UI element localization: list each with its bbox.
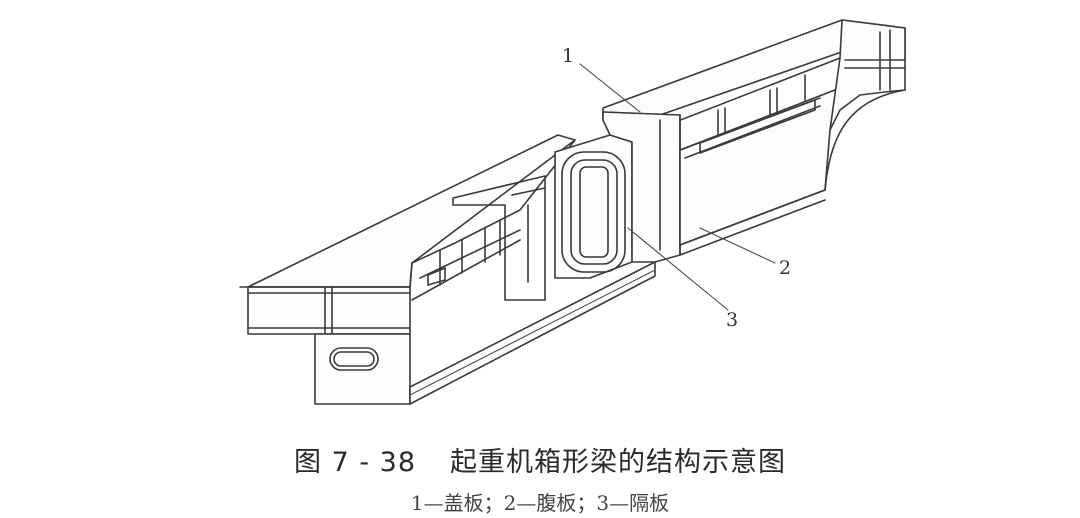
right-web-plate: [679, 87, 841, 246]
left-end-face: [247, 286, 411, 335]
figure-caption: 图 7 - 38 起重机箱形梁的结构示意图: [0, 440, 1080, 479]
caption-title: 起重机箱形梁的结构示意图: [450, 447, 787, 478]
figure-legend: 1—盖板；2—腹板；3—隔板: [410, 491, 670, 515]
leader-1: [579, 63, 641, 113]
callout-3: 3: [726, 309, 739, 331]
leader-lines: [579, 63, 776, 311]
right-far-end: [829, 19, 906, 131]
leader-3: [627, 227, 729, 311]
caption-number: 图 7 - 38: [293, 447, 417, 478]
callout-2: 2: [779, 257, 792, 279]
leader-2: [699, 227, 776, 264]
right-girder: [602, 19, 906, 263]
left-lower-web: [314, 333, 411, 405]
left-girder: [239, 134, 656, 405]
callout-1: 1: [562, 45, 575, 67]
